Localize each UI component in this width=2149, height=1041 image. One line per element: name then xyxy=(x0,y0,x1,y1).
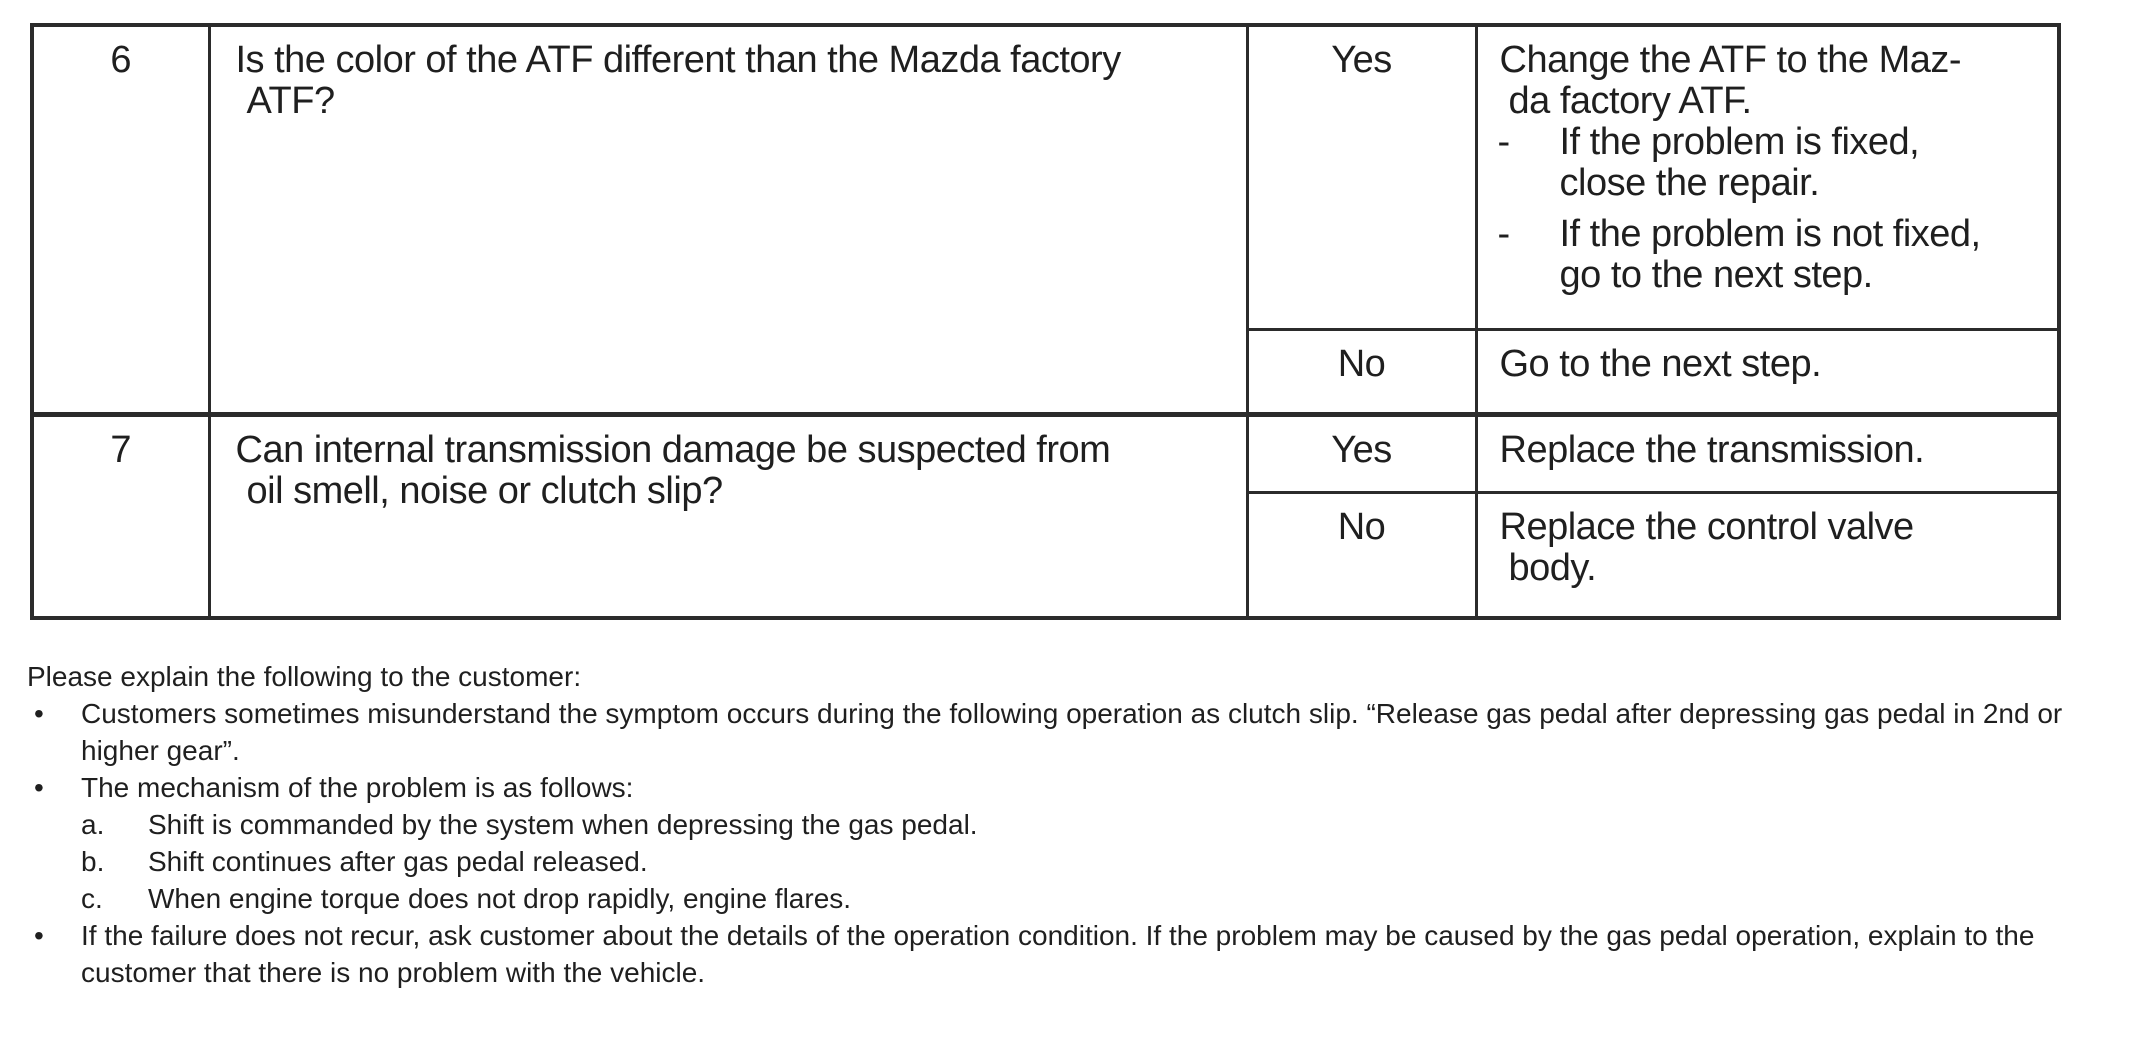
note-subitem: a. Shift is commanded by the system when… xyxy=(81,806,2112,843)
answer-cell: Yes xyxy=(1245,23,1478,331)
action-text: Replace the control valve body. xyxy=(1499,505,1915,589)
action-cell: Replace the transmission. xyxy=(1474,411,2061,494)
action-cell: Go to the next step. xyxy=(1474,327,2061,416)
question-cell: Can internal transmission damage be susp… xyxy=(207,411,1249,620)
table-row: No Go to the next step. xyxy=(32,327,2061,416)
action-text: Replace the transmission. xyxy=(1499,428,1925,471)
action-subitem: - If the problem is fixed, close the rep… xyxy=(1497,121,1920,204)
question-cell: Is the color of the ATF different than t… xyxy=(207,23,1249,416)
bullet-marker: • xyxy=(34,698,44,729)
note-bullet: • Customers sometimes misunderstand the … xyxy=(27,695,2112,769)
answer-cell: No xyxy=(1245,327,1478,416)
note-text: The mechanism of the problem is as follo… xyxy=(81,772,634,803)
question-line: Can internal transmission damage be susp… xyxy=(235,428,1111,471)
question-line: Is the color of the ATF different than t… xyxy=(235,39,1122,81)
action-text: Change the ATF to the Maz- da factory AT… xyxy=(1499,39,1962,122)
step-number-cell: 6 xyxy=(30,23,211,416)
subitem-text: When engine torque does not drop rapidly… xyxy=(148,883,852,914)
action-cell: Change the ATF to the Maz- da factory AT… xyxy=(1474,23,2061,331)
question-line: oil smell, noise or clutch slip? xyxy=(246,469,724,512)
note-bullet: • The mechanism of the problem is as fol… xyxy=(27,769,2112,917)
dash-marker: - xyxy=(1497,121,1511,163)
table-row: No Replace the control valve body. xyxy=(32,490,2061,620)
subitem-text: Shift continues after gas pedal released… xyxy=(148,846,648,877)
note-text: If the failure does not recur, ask custo… xyxy=(81,920,2035,988)
answer-cell: Yes xyxy=(1245,411,1478,494)
note-text: Customers sometimes misunderstand the sy… xyxy=(81,698,2063,766)
note-bullet: • If the failure does not recur, ask cus… xyxy=(27,917,2112,991)
subitem-marker: b. xyxy=(81,846,105,877)
bullet-marker: • xyxy=(34,920,44,951)
note-subitem: c. When engine torque does not drop rapi… xyxy=(81,880,2112,917)
troubleshooting-table: 6 Is the color of the ATF different than… xyxy=(30,23,2061,620)
action-cell: Replace the control valve body. xyxy=(1474,490,2061,620)
action-text: Go to the next step. xyxy=(1499,342,1822,385)
subitem-text: Shift is commanded by the system when de… xyxy=(148,809,978,840)
subitem-marker: c. xyxy=(81,883,103,914)
subitem-marker: a. xyxy=(81,809,105,840)
note-subitem: b. Shift continues after gas pedal relea… xyxy=(81,843,2112,880)
bullet-marker: • xyxy=(34,772,44,803)
customer-notes-section: Please explain the following to the cust… xyxy=(27,658,2112,991)
step-number-cell: 7 xyxy=(30,411,211,620)
question-line: ATF? xyxy=(246,80,336,122)
action-subitem: - If the problem is not fixed, go to the… xyxy=(1497,213,1982,296)
answer-cell: No xyxy=(1245,490,1478,620)
table-row: 7 Can internal transmission damage be su… xyxy=(30,411,2061,620)
notes-intro: Please explain the following to the cust… xyxy=(27,661,582,692)
table-row: 6 Is the color of the ATF different than… xyxy=(30,23,2061,416)
dash-marker: - xyxy=(1497,213,1511,255)
